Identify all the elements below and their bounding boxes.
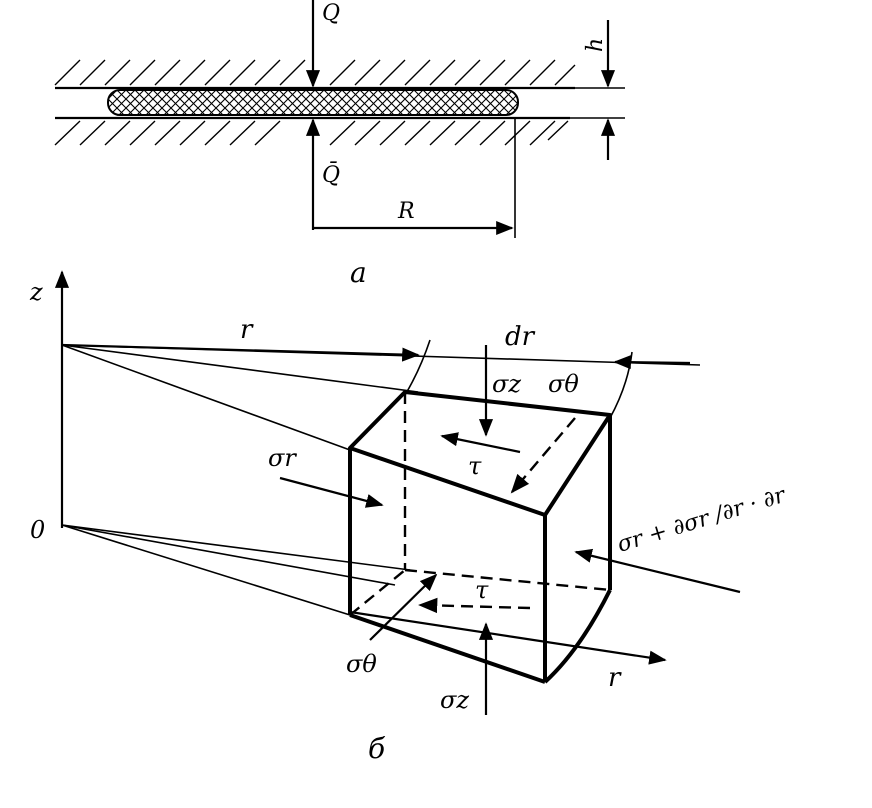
radius-r-label: r [240, 315, 254, 345]
sigma-theta-bottom-label: σθ [346, 650, 377, 678]
radial-line-bottom-front [61, 524, 351, 616]
tau-top-label: τ [468, 452, 482, 480]
diagram-a: Q Q̄ h R а [54, 0, 625, 289]
tau-top-arrow [440, 432, 521, 454]
z-axis-label: z [29, 278, 43, 306]
sigma-r-right-arrow [574, 548, 741, 594]
radial-line-top-front [61, 344, 351, 451]
lower-plate-hatching [54, 120, 569, 146]
diagram-b: z 0 r dr σz σθ τ [29, 270, 790, 765]
sigma-z-bottom-label: σz [440, 686, 469, 714]
r-axis-label: r [608, 663, 622, 693]
tau-bottom-arrow [418, 597, 531, 614]
sigma-r-left-arrow [279, 476, 384, 508]
sigma-theta-bottom-arrow [369, 573, 438, 641]
sigma-r-right-label: σr + ∂σr /∂r · ∂r [614, 483, 789, 558]
element-bottom-front-edge [349, 613, 546, 684]
upper-plate-hatching [54, 59, 576, 86]
dr-arc-right [609, 351, 633, 419]
element-hidden-bottom-left-edge [349, 569, 406, 616]
thickness-label: h [583, 38, 608, 52]
r-axis-arrow [349, 610, 667, 665]
sigma-theta-top-arrow [510, 417, 576, 494]
sigma-theta-top-label: σθ [548, 370, 579, 398]
element-bottom-right-edge [543, 589, 612, 684]
sample-layer [107, 89, 519, 116]
dr-arc-left [404, 339, 431, 396]
sigma-r-left-label: σr [268, 444, 297, 472]
dr-label: dr [505, 322, 536, 352]
element-hidden-bottom-back-edge [404, 568, 611, 592]
radial-line-bottom-mid [61, 524, 396, 586]
radius-label: R [397, 199, 415, 224]
radial-line-top-inner [61, 344, 419, 393]
radius-r-arrow [61, 343, 420, 362]
radial-line-bottom-back [61, 524, 411, 571]
caption-a: а [350, 256, 367, 289]
tau-bottom-label: τ [475, 576, 489, 604]
origin-label: 0 [30, 516, 45, 544]
force-top-label: Q [322, 1, 340, 26]
caption-b: б [368, 732, 386, 765]
sigma-z-top-label: σz [492, 370, 521, 398]
force-bottom-label: Q̄ [322, 161, 340, 188]
dr-arrow [613, 355, 691, 370]
